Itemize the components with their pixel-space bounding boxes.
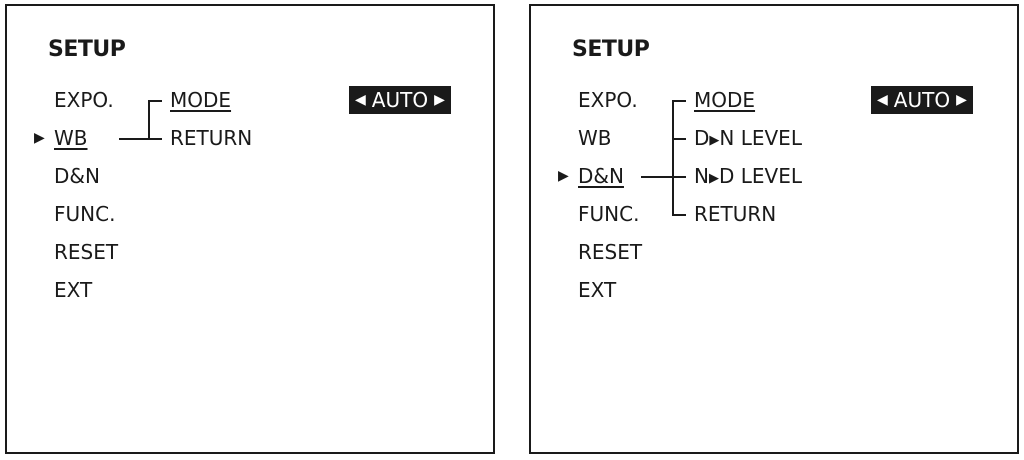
- menu-item-reset[interactable]: RESET: [578, 240, 643, 264]
- connector-line: [672, 100, 674, 216]
- arrow-right-icon[interactable]: ▶: [434, 92, 445, 108]
- menu-item-wb[interactable]: WB: [578, 126, 612, 150]
- selection-arrow-icon: ▶: [34, 130, 45, 146]
- connector-line: [672, 138, 686, 140]
- mode-value-badge[interactable]: ◀ AUTO ▶: [349, 86, 451, 114]
- arrow-right-icon: ▶: [709, 133, 720, 148]
- connector-line: [119, 138, 149, 140]
- mode-value: AUTO: [893, 88, 951, 112]
- arrow-left-icon[interactable]: ◀: [355, 92, 366, 108]
- mode-value-badge[interactable]: ◀ AUTO ▶: [871, 86, 973, 114]
- setup-panel-dn: SETUP EXPO. WB ▶ D&N FUNC. RESET EXT MOD…: [529, 4, 1019, 454]
- connector-line: [148, 100, 162, 102]
- arrow-right-icon[interactable]: ▶: [956, 92, 967, 108]
- menu-item-ext[interactable]: EXT: [578, 278, 617, 302]
- arrow-left-icon[interactable]: ◀: [877, 92, 888, 108]
- submenu-item-return[interactable]: RETURN: [170, 126, 253, 150]
- menu-item-wb[interactable]: WB: [54, 126, 88, 150]
- submenu-item-night-to-day-level[interactable]: N▶D LEVEL: [694, 164, 802, 188]
- selection-arrow-icon: ▶: [558, 168, 569, 184]
- connector-line: [672, 176, 686, 178]
- menu-item-expo[interactable]: EXPO.: [54, 88, 114, 112]
- connector-line: [148, 100, 150, 140]
- connector-line: [672, 100, 686, 102]
- menu-item-dn[interactable]: D&N: [54, 164, 100, 188]
- menu-item-dn[interactable]: D&N: [578, 164, 624, 188]
- submenu-item-mode[interactable]: MODE: [694, 88, 756, 112]
- panel-title: SETUP: [48, 37, 126, 62]
- arrow-right-icon: ▶: [708, 171, 719, 186]
- connector-line: [672, 214, 686, 216]
- mode-value: AUTO: [371, 88, 429, 112]
- connector-line: [641, 176, 674, 178]
- submenu-item-day-to-night-level[interactable]: D▶N LEVEL: [694, 126, 802, 150]
- menu-item-func[interactable]: FUNC.: [54, 202, 116, 226]
- menu-item-func[interactable]: FUNC.: [578, 202, 640, 226]
- menu-item-expo[interactable]: EXPO.: [578, 88, 638, 112]
- menu-item-ext[interactable]: EXT: [54, 278, 93, 302]
- connector-line: [148, 138, 162, 140]
- submenu-item-mode[interactable]: MODE: [170, 88, 232, 112]
- submenu-item-return[interactable]: RETURN: [694, 202, 777, 226]
- menu-item-reset[interactable]: RESET: [54, 240, 119, 264]
- panel-title: SETUP: [572, 37, 650, 62]
- setup-panel-wb: SETUP EXPO. ▶ WB D&N FUNC. RESET EXT MOD…: [5, 4, 495, 454]
